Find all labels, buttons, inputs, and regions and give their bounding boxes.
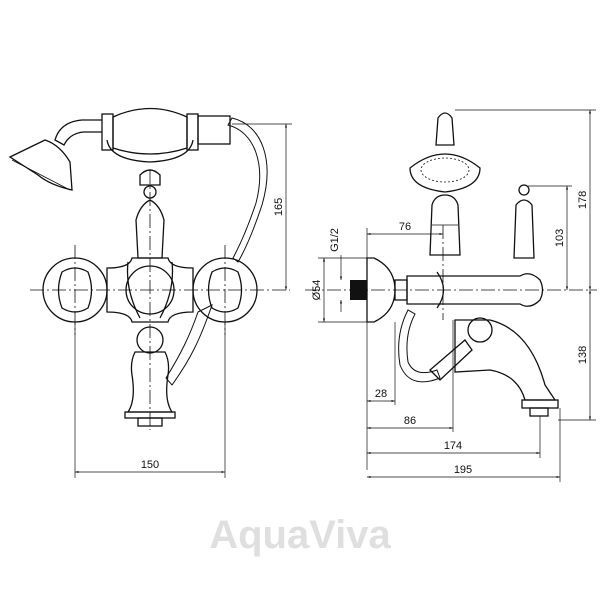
- shower-head-side: [409, 153, 481, 193]
- cradle-knob: [143, 185, 157, 199]
- dimension-thread: G1/2: [329, 228, 341, 252]
- handset-tail: [197, 115, 231, 145]
- cradle-arms: [106, 139, 194, 163]
- watermark: AquaViva: [209, 513, 391, 557]
- handset-grip: [112, 107, 188, 155]
- valve-body: [106, 257, 194, 323]
- lever-handle: [513, 199, 535, 259]
- hose-side: [398, 309, 441, 383]
- spout-tip: [521, 399, 559, 409]
- handset-neck: [54, 119, 102, 146]
- diverter-knob: [136, 326, 164, 354]
- center-cap: [125, 265, 175, 315]
- body-side: [406, 273, 544, 307]
- aerator: [137, 417, 163, 427]
- dimension-axis-to-diverter: 86: [404, 415, 416, 427]
- cradle-column: [135, 199, 165, 259]
- aerator-side: [529, 407, 549, 417]
- wall-nipple: [350, 280, 367, 300]
- dimension-spout-depth: 138: [577, 346, 589, 364]
- side-view: Ø54 G1/2 76 103 178 138 28 86 174 195: [305, 109, 597, 482]
- left-handle: [57, 267, 93, 313]
- lever-knob: [518, 184, 530, 196]
- front-view: 150 165: [8, 107, 292, 478]
- dimension-spout-reach: 174: [444, 440, 462, 452]
- dimension-flange-depth: 28: [375, 388, 387, 400]
- shower-neck-side: [435, 112, 455, 146]
- dimension-shower-height: 178: [577, 191, 589, 209]
- shower-head: [8, 139, 73, 191]
- hose-lower: [165, 304, 213, 386]
- dimension-flange-diameter: Ø54: [311, 280, 323, 301]
- cradle-side: [429, 194, 461, 256]
- dimension-total-depth: 195: [454, 464, 472, 476]
- hose-connector: [429, 339, 473, 381]
- dimension-width: 150: [141, 459, 159, 471]
- dimension-axis-to-shower: 76: [399, 221, 411, 233]
- right-handle: [207, 267, 243, 313]
- hose-upper: [227, 117, 268, 263]
- dimension-height: 165: [273, 198, 285, 216]
- handset-ring-right: [186, 113, 199, 151]
- handset-ring-left: [101, 113, 114, 151]
- dimension-handle-height: 103: [554, 229, 566, 247]
- diverter-knob-side: [467, 317, 493, 343]
- spout-side: [454, 319, 557, 401]
